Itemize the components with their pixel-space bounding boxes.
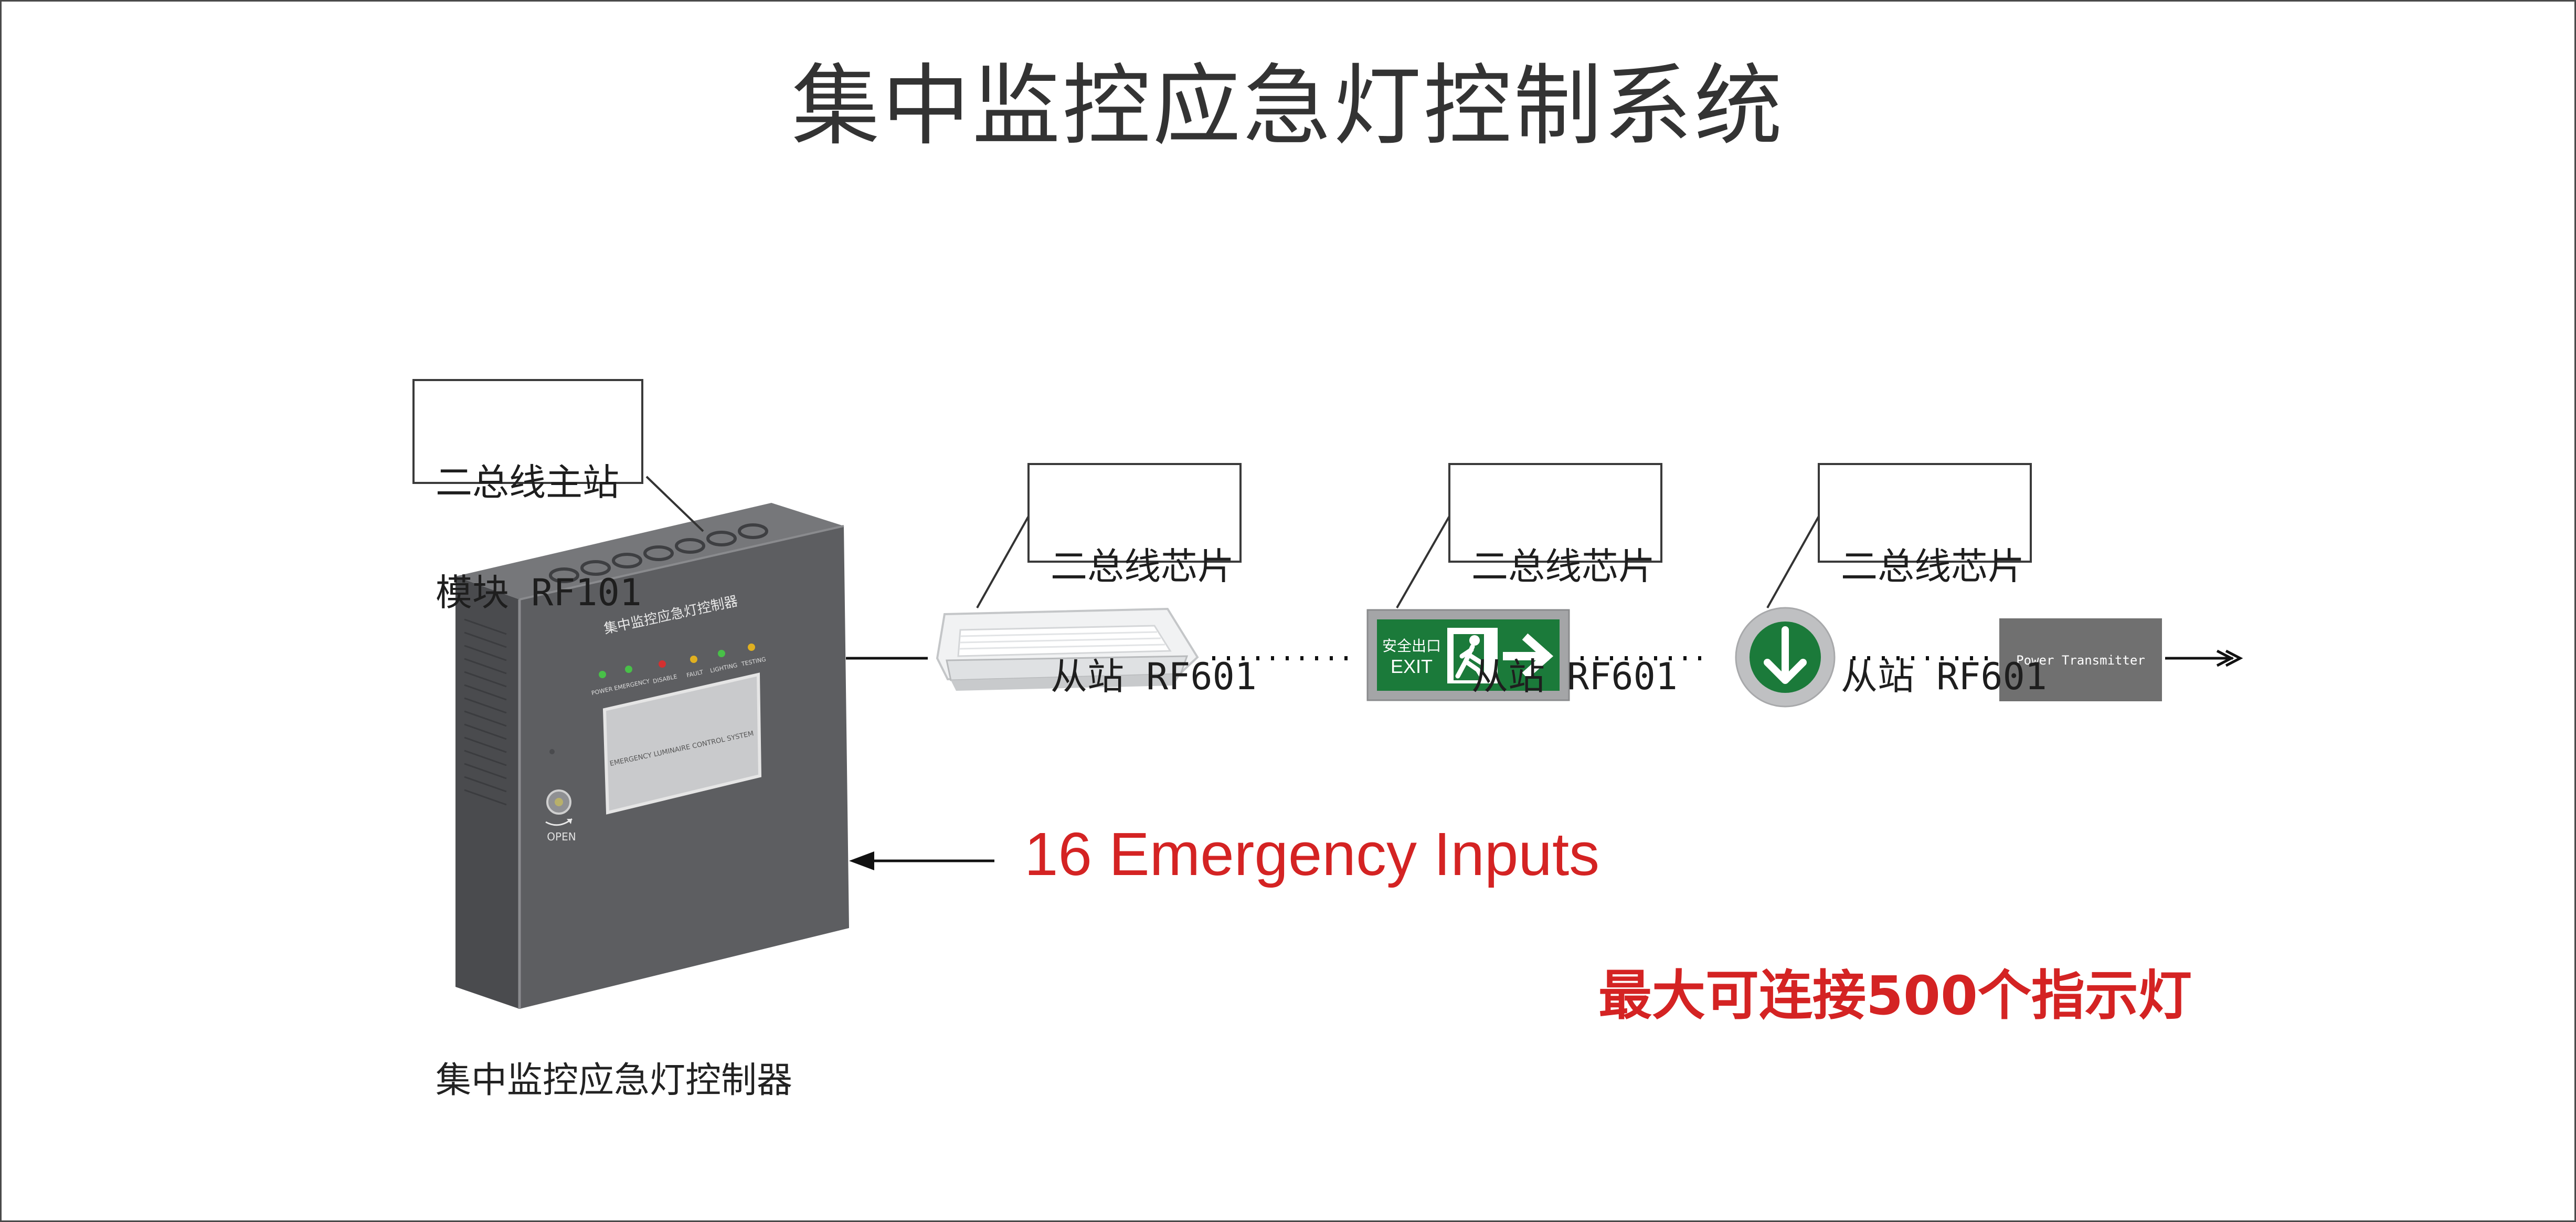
exit-sign-en: EXIT: [1391, 656, 1433, 677]
exit-sign-cn: 安全出口: [1382, 637, 1441, 655]
power-transmitter: Power Transmitter: [1999, 618, 2162, 701]
transmitter-label: Power Transmitter: [2016, 653, 2145, 668]
lock-label: OPEN: [547, 830, 576, 843]
max-connection-label: 最大可连接500个指示灯: [1598, 965, 2192, 1027]
cabinet-side-face: [455, 576, 520, 1009]
callout-slave-rf601: 二总线芯片 从站 RF601: [1818, 463, 2047, 695]
right-arrow-icon: [1503, 633, 1554, 679]
callout-master-rf101: 二总线主站 模块 RF101: [412, 379, 643, 611]
emergency-light-fixture: [936, 607, 1199, 691]
running-man-icon: [1455, 644, 1486, 681]
cabinet-screen: [602, 672, 762, 815]
arrow-down-icon: [1764, 626, 1807, 684]
callout-slave-rf601: 二总线芯片 从站 RF601: [1027, 463, 1257, 695]
controller-caption: 集中监控应急灯控制器: [436, 1060, 793, 1101]
round-indicator-light: [1735, 607, 1836, 708]
controller-cabinet: 集中监控应急灯控制器 POWER EMERGENCY DISABLE FAULT…: [455, 503, 849, 1009]
arrow-left-icon: [849, 851, 874, 870]
callout-slave-rf601: 二总线芯片 从站 RF601: [1448, 463, 1678, 695]
emergency-inputs-label: 16 Emergency Inputs: [1024, 820, 1600, 888]
page-title: 集中监控应急灯控制系统: [791, 55, 1785, 157]
exit-sign: 安全出口 EXIT: [1366, 609, 1570, 701]
